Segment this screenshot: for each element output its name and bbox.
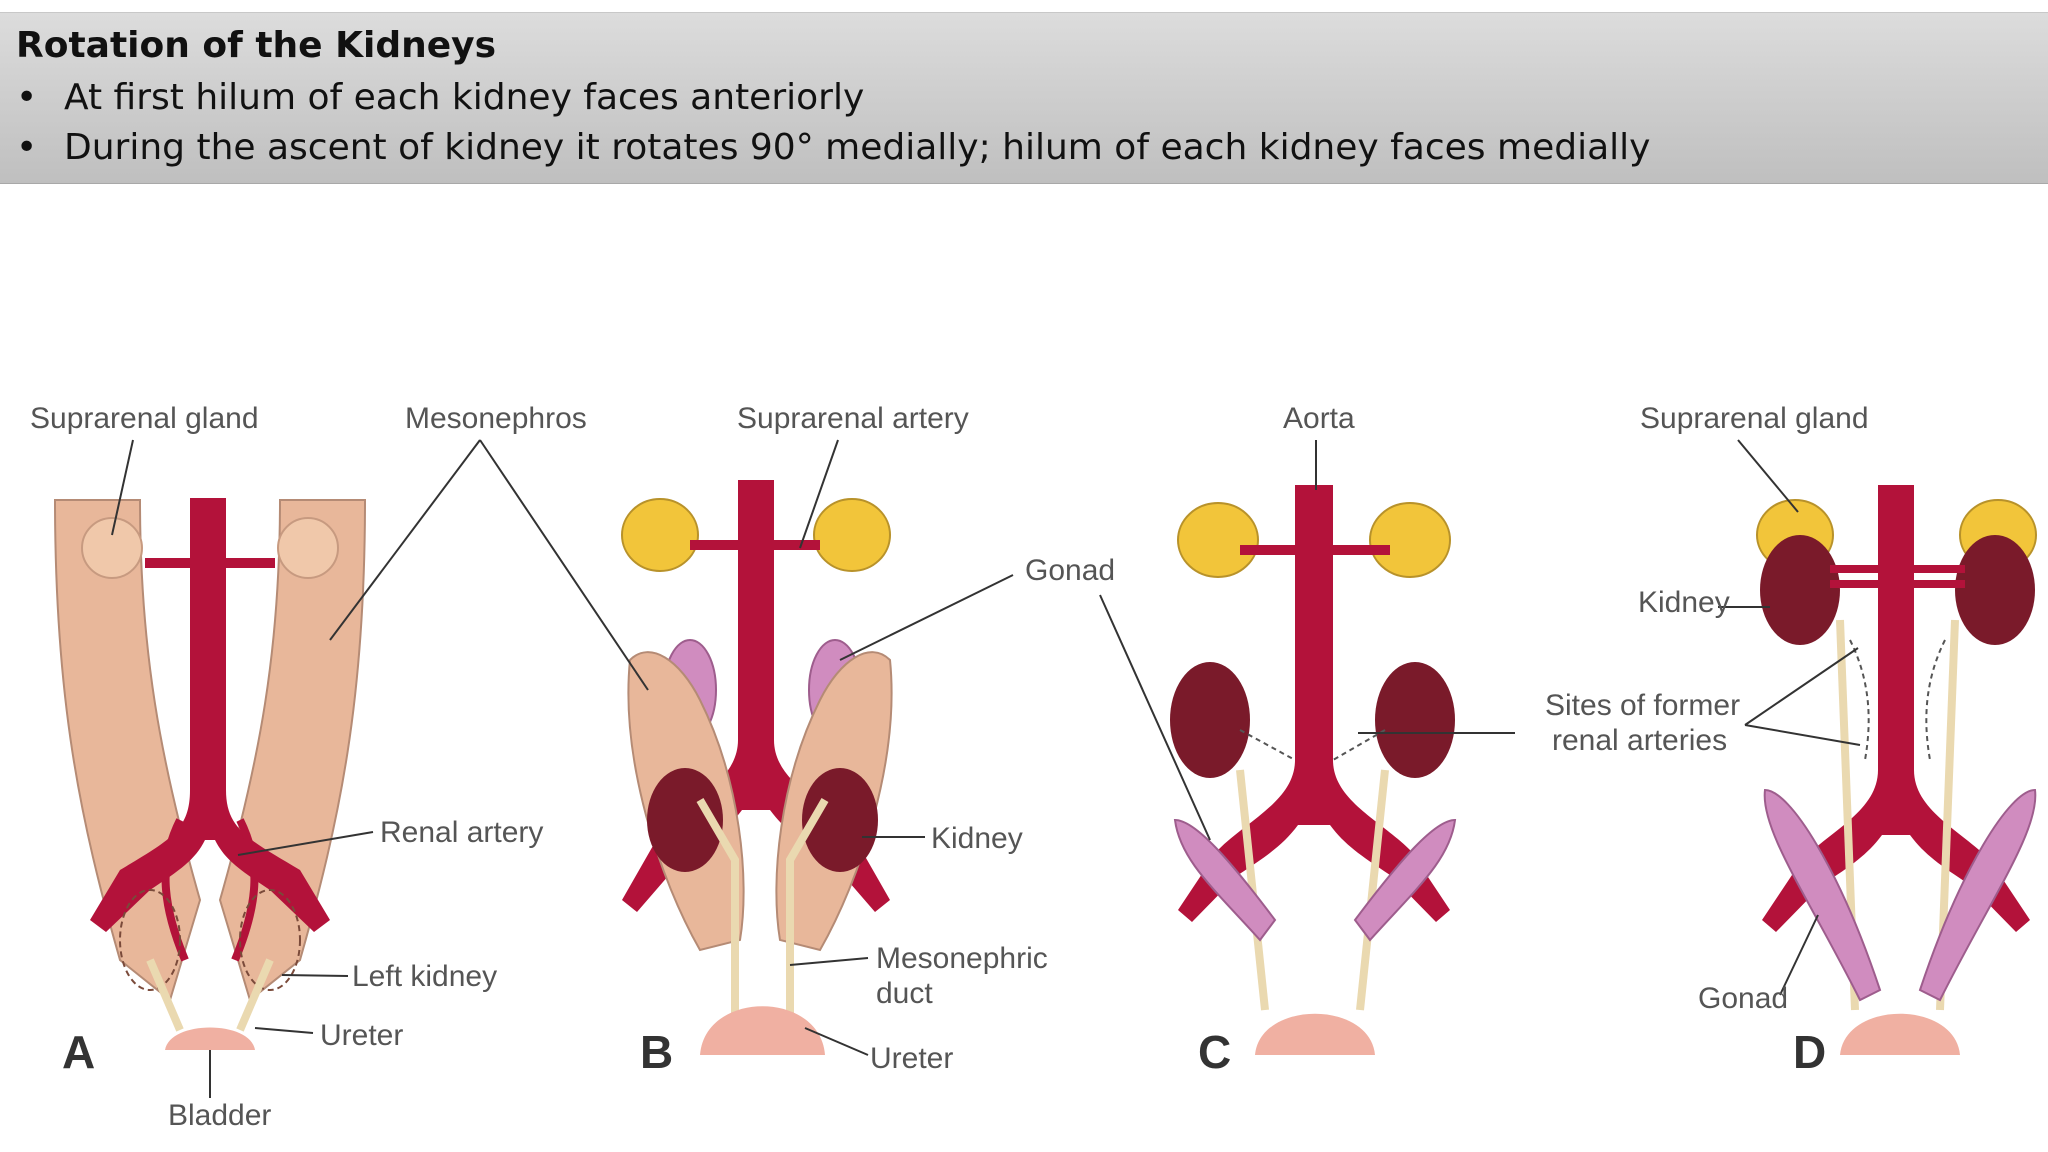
gonad-c-left xyxy=(1173,818,1277,942)
label-aorta: Aorta xyxy=(1283,402,1355,435)
label-kidney-b: Kidney xyxy=(931,822,1023,855)
label-mesonephric-line1: Mesonephric xyxy=(876,942,1048,975)
aorta-c xyxy=(1178,485,1450,922)
panel-b: B xyxy=(621,480,893,1078)
suprarenal-b-right xyxy=(813,498,891,572)
bullet-text: During the ascent of kidney it rotates 9… xyxy=(64,127,1651,168)
label-left-kidney: Left kidney xyxy=(352,960,497,993)
bullet-dot-icon: • xyxy=(16,77,38,118)
leader-lines xyxy=(111,439,1861,1098)
label-mesonephros: Mesonephros xyxy=(405,402,587,435)
panel-c: C xyxy=(1170,485,1457,1078)
panel-label-c: C xyxy=(1198,1026,1231,1078)
bullet-item: • At first hilum of each kidney faces ant… xyxy=(16,77,864,118)
kidney-d-right xyxy=(1955,535,2035,645)
kidney-c-left xyxy=(1170,662,1250,778)
panel-label-b: B xyxy=(640,1026,673,1078)
slide-title: Rotation of the Kidneys xyxy=(16,25,497,66)
bullet-item: • During the ascent of kidney it rotates … xyxy=(16,127,1650,168)
label-suprarenal-gland-d: Suprarenal gland xyxy=(1640,402,1869,435)
panel-label-a: A xyxy=(62,1026,95,1078)
label-ureter-b: Ureter xyxy=(870,1042,953,1075)
bladder-d xyxy=(1840,1013,1960,1055)
kidney-b-right xyxy=(802,768,878,872)
label-kidney-d: Kidney xyxy=(1638,586,1730,619)
aorta-a xyxy=(90,498,330,932)
label-suprarenal-artery: Suprarenal artery xyxy=(737,402,969,435)
mesonephros-left xyxy=(53,499,202,1002)
aorta-b xyxy=(622,480,890,912)
label-sites-line2: renal arteries xyxy=(1552,724,1727,757)
label-ureter-a: Ureter xyxy=(320,1019,403,1052)
label-mesonephric-line2: duct xyxy=(876,977,933,1010)
gonad-d-right xyxy=(1918,788,2037,1002)
suprarenal-b-left xyxy=(621,498,699,572)
panel-d: D xyxy=(1756,485,2037,1078)
aorta-d xyxy=(1762,485,2030,932)
bladder-b xyxy=(700,1006,825,1055)
left-kidney-a xyxy=(119,889,181,991)
gonad-c-right xyxy=(1353,818,1457,942)
label-suprarenal-gland-a: Suprarenal gland xyxy=(30,402,259,435)
gonad-d-left xyxy=(1763,788,1882,1002)
bullet-text: At first hilum of each kidney faces ante… xyxy=(64,77,865,118)
label-sites-line1: Sites of former xyxy=(1545,689,1740,722)
bladder-a xyxy=(165,1027,255,1050)
panel-label-d: D xyxy=(1793,1026,1826,1078)
kidney-rotation-figure: A B C xyxy=(30,402,2037,1132)
label-renal-artery: Renal artery xyxy=(380,816,543,849)
slide-header: Rotation of the Kidneys • At first hilum … xyxy=(0,12,2048,184)
suprarenal-c-right xyxy=(1369,502,1451,578)
kidney-c-right xyxy=(1375,662,1455,778)
kidney-b-left xyxy=(647,768,723,872)
panel-a: A xyxy=(53,498,367,1078)
label-gonad-b: Gonad xyxy=(1025,554,1115,587)
bullet-dot-icon: • xyxy=(16,127,38,168)
label-gonad-d: Gonad xyxy=(1698,982,1788,1015)
bladder-c xyxy=(1255,1013,1375,1055)
suprarenal-c-left xyxy=(1177,502,1259,578)
kidney-d-left xyxy=(1760,535,1840,645)
label-bladder: Bladder xyxy=(168,1099,271,1132)
